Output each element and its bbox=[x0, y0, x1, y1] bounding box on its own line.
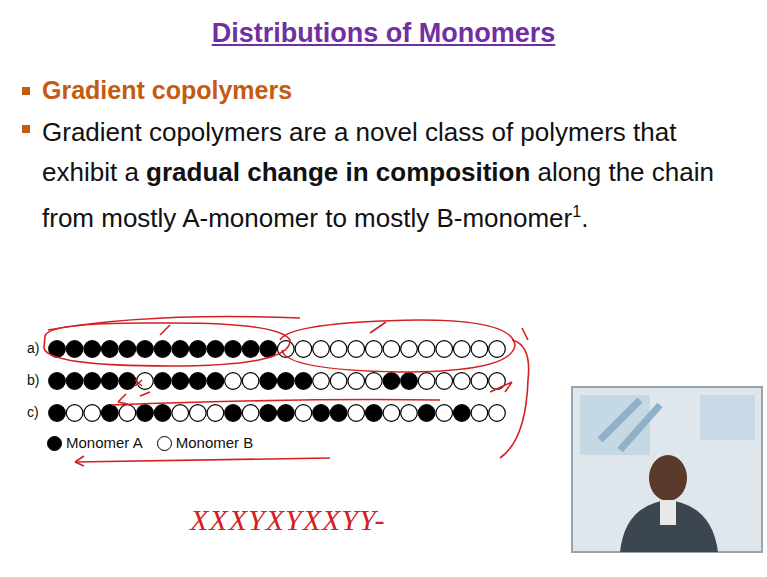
monomer-chains bbox=[49, 341, 506, 422]
handwritten-annotations bbox=[44, 317, 529, 467]
legend-text: Monomer A bbox=[66, 434, 143, 451]
bold-text: gradual change in composition bbox=[146, 157, 530, 187]
monomer-bead bbox=[154, 341, 171, 358]
monomer-bead bbox=[348, 405, 365, 422]
monomer-bead bbox=[330, 373, 347, 390]
monomer-bead bbox=[260, 341, 277, 358]
monomer-bead bbox=[295, 405, 312, 422]
monomer-bead bbox=[137, 341, 154, 358]
monomer-bead bbox=[154, 405, 171, 422]
monomer-bead bbox=[471, 341, 488, 358]
reference-number: 1 bbox=[572, 203, 581, 220]
webcam-inset bbox=[572, 387, 762, 552]
monomer-bead bbox=[207, 341, 224, 358]
monomer-bead bbox=[454, 373, 471, 390]
monomer-bead bbox=[190, 373, 207, 390]
monomer-bead bbox=[102, 405, 119, 422]
monomer-bead bbox=[225, 405, 242, 422]
bullet-square bbox=[22, 87, 30, 95]
monomer-bead bbox=[489, 341, 506, 358]
monomer-bead bbox=[66, 373, 83, 390]
monomer-bead bbox=[436, 373, 453, 390]
monomer-bead bbox=[401, 405, 418, 422]
monomer-bead bbox=[330, 341, 347, 358]
monomer-bead bbox=[84, 405, 101, 422]
legend-text: Monomer B bbox=[176, 434, 254, 451]
monomer-bead bbox=[119, 341, 136, 358]
monomer-bead bbox=[225, 373, 242, 390]
monomer-bead bbox=[489, 405, 506, 422]
monomer-bead bbox=[260, 373, 277, 390]
monomer-bead bbox=[366, 405, 383, 422]
monomer-bead bbox=[330, 405, 347, 422]
monomer-bead bbox=[436, 341, 453, 358]
monomer-bead bbox=[207, 373, 224, 390]
monomer-bead bbox=[66, 405, 83, 422]
monomer-bead bbox=[190, 405, 207, 422]
monomer-bead bbox=[172, 405, 189, 422]
legend-swatch bbox=[157, 436, 172, 451]
handwritten-note: XXXYXYXXYY- bbox=[190, 503, 385, 537]
bullet-square bbox=[22, 125, 30, 133]
monomer-bead bbox=[172, 373, 189, 390]
row-label: a) bbox=[27, 340, 39, 356]
monomer-bead bbox=[154, 373, 171, 390]
row-label: b) bbox=[27, 372, 39, 388]
row-label: c) bbox=[27, 404, 39, 420]
monomer-bead bbox=[207, 405, 224, 422]
monomer-bead bbox=[242, 405, 259, 422]
monomer-bead bbox=[383, 341, 400, 358]
monomer-bead bbox=[137, 405, 154, 422]
monomer-bead bbox=[190, 341, 207, 358]
monomer-bead bbox=[84, 373, 101, 390]
monomer-bead bbox=[278, 405, 295, 422]
monomer-bead bbox=[401, 373, 418, 390]
legend-swatch bbox=[47, 436, 62, 451]
monomer-bead bbox=[348, 341, 365, 358]
monomer-bead bbox=[295, 341, 312, 358]
monomer-bead bbox=[66, 341, 83, 358]
monomer-bead bbox=[260, 405, 277, 422]
monomer-bead bbox=[418, 373, 435, 390]
monomer-bead bbox=[49, 405, 66, 422]
monomer-bead bbox=[295, 373, 312, 390]
monomer-bead bbox=[313, 373, 330, 390]
monomer-bead bbox=[242, 373, 259, 390]
monomer-bead bbox=[383, 405, 400, 422]
monomer-bead bbox=[401, 341, 418, 358]
monomer-bead bbox=[172, 341, 189, 358]
monomer-bead bbox=[348, 373, 365, 390]
monomer-bead bbox=[242, 341, 259, 358]
monomer-bead bbox=[471, 373, 488, 390]
monomer-bead bbox=[278, 373, 295, 390]
monomer-bead bbox=[418, 405, 435, 422]
monomer-bead bbox=[84, 341, 101, 358]
monomer-bead bbox=[49, 373, 66, 390]
monomer-bead bbox=[102, 373, 119, 390]
slide-title: Distributions of Monomers bbox=[0, 18, 767, 49]
monomer-bead bbox=[313, 341, 330, 358]
body-text: . bbox=[581, 203, 588, 233]
monomer-bead bbox=[313, 405, 330, 422]
monomer-bead bbox=[366, 341, 383, 358]
bullet-paragraph: Gradient copolymers are a novel class of… bbox=[42, 112, 757, 238]
monomer-bead bbox=[366, 373, 383, 390]
bullet-heading: Gradient copolymers bbox=[42, 76, 292, 105]
monomer-bead bbox=[119, 373, 136, 390]
monomer-bead bbox=[436, 405, 453, 422]
monomer-bead bbox=[383, 373, 400, 390]
monomer-bead bbox=[454, 341, 471, 358]
monomer-bead bbox=[471, 405, 488, 422]
monomer-bead bbox=[454, 405, 471, 422]
monomer-bead bbox=[418, 341, 435, 358]
monomer-bead bbox=[119, 405, 136, 422]
monomer-bead bbox=[225, 341, 242, 358]
monomer-bead bbox=[137, 373, 154, 390]
monomer-bead bbox=[102, 341, 119, 358]
